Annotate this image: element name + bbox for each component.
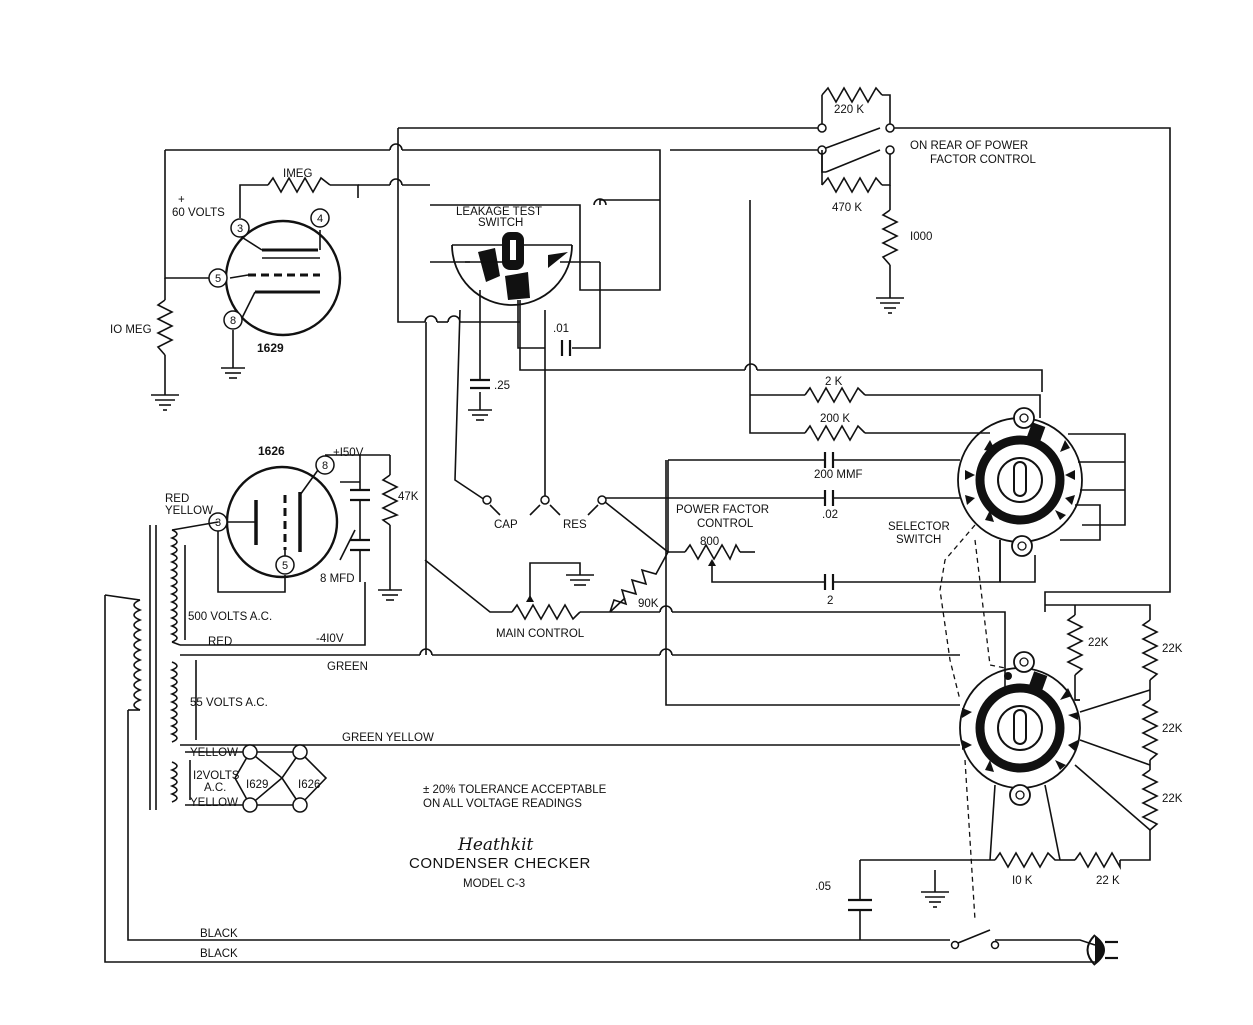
tube-1629 <box>224 219 342 337</box>
tube-1626-pins: 8 3 5 <box>208 455 335 575</box>
wiring <box>104 127 1171 963</box>
svg-text:.02: .02 <box>822 509 838 521</box>
tube-1629-pins: 3 4 5 8 <box>208 208 330 330</box>
resistors <box>156 86 1159 871</box>
svg-text:2: 2 <box>827 595 833 607</box>
svg-text:MAIN CONTROL: MAIN CONTROL <box>496 628 585 640</box>
selector-switch-upper[interactable] <box>957 407 1126 583</box>
svg-text:SELECTOR: SELECTOR <box>888 521 950 533</box>
svg-text:CONTROL: CONTROL <box>697 518 754 530</box>
svg-text:CAP: CAP <box>494 519 518 531</box>
svg-text:4: 4 <box>317 213 323 225</box>
svg-text:55 VOLTS A.C.: 55 VOLTS A.C. <box>190 697 268 709</box>
tube-1629-label: 1629 <box>257 341 284 355</box>
text-labels: + 60 VOLTS IMEG IO MEG +I50V 47K 8 MFD R… <box>110 104 1183 960</box>
pin-8 <box>223 310 243 330</box>
svg-text:ON REAR OF POWER: ON REAR OF POWER <box>910 140 1028 152</box>
svg-text:RED: RED <box>208 636 232 648</box>
svg-text:220 K: 220 K <box>834 104 864 116</box>
svg-text:RED: RED <box>165 493 189 505</box>
svg-text:8: 8 <box>230 315 236 327</box>
title-block: Heathkit CONDENSER CHECKER MODEL C-3 <box>409 835 591 890</box>
svg-text:22 K: 22 K <box>1096 875 1120 887</box>
svg-text:YELLOW: YELLOW <box>190 747 238 759</box>
pin-5 <box>208 268 228 288</box>
tube-1626-label: 1626 <box>258 444 285 458</box>
svg-text:.05: .05 <box>815 881 831 893</box>
svg-text:I2VOLTS: I2VOLTS <box>193 770 240 782</box>
svg-text:5: 5 <box>282 560 288 572</box>
svg-text:5: 5 <box>215 273 221 285</box>
svg-text:200 MMF: 200 MMF <box>814 469 863 481</box>
svg-text:8: 8 <box>322 460 328 472</box>
svg-text:GREEN: GREEN <box>327 661 368 673</box>
svg-text:22K: 22K <box>1162 643 1183 655</box>
cap-res-terminals[interactable] <box>482 495 607 516</box>
svg-text:800: 800 <box>700 536 719 548</box>
svg-text:+I50V: +I50V <box>333 447 364 459</box>
svg-text:22K: 22K <box>1162 793 1183 805</box>
selector-switch-lower[interactable] <box>959 651 1151 861</box>
svg-text:.25: .25 <box>494 380 510 392</box>
svg-text:POWER FACTOR: POWER FACTOR <box>676 504 769 516</box>
svg-text:RES: RES <box>563 519 587 531</box>
svg-text:60 VOLTS: 60 VOLTS <box>172 207 225 219</box>
svg-text:I0 K: I0 K <box>1012 875 1033 887</box>
note-line-1: ± 20% TOLERANCE ACCEPTABLE <box>423 784 607 796</box>
mechanical-link-2 <box>974 539 1006 669</box>
diagram-title: CONDENSER CHECKER <box>409 855 591 872</box>
svg-text:+: + <box>178 194 185 206</box>
power-switch[interactable] <box>950 929 1000 950</box>
svg-text:LEAKAGE TEST: LEAKAGE TEST <box>456 206 542 218</box>
pin-4 <box>310 208 330 228</box>
svg-text:47K: 47K <box>398 491 419 503</box>
svg-text:470 K: 470 K <box>832 202 862 214</box>
svg-text:BLACK: BLACK <box>200 948 238 960</box>
ground-symbols <box>151 297 949 908</box>
svg-text:I626: I626 <box>298 779 320 791</box>
svg-text:I000: I000 <box>910 231 932 243</box>
tolerance-note: ± 20% TOLERANCE ACCEPTABLE ON ALL VOLTAG… <box>423 784 607 810</box>
model-label: MODEL C-3 <box>463 878 525 890</box>
svg-text:3: 3 <box>215 517 221 529</box>
power-factor-rear-switch[interactable] <box>670 123 895 173</box>
svg-text:BLACK: BLACK <box>200 928 238 940</box>
svg-text:I629: I629 <box>246 779 268 791</box>
capacitors <box>339 340 872 912</box>
svg-text:IMEG: IMEG <box>283 168 312 180</box>
pin-3 <box>230 218 250 238</box>
heater-circuit <box>234 744 328 813</box>
svg-text:500 VOLTS A.C.: 500 VOLTS A.C. <box>188 611 272 623</box>
mechanical-link <box>939 524 976 701</box>
mechanical-link-3 <box>964 759 976 921</box>
svg-text:8 MFD: 8 MFD <box>320 573 355 585</box>
svg-text:SWITCH: SWITCH <box>896 534 941 546</box>
svg-text:YELLOW: YELLOW <box>165 505 213 517</box>
svg-text:-4I0V: -4I0V <box>316 633 344 645</box>
svg-text:FACTOR CONTROL: FACTOR CONTROL <box>930 154 1036 166</box>
svg-text:YELLOW: YELLOW <box>190 797 238 809</box>
svg-text:22K: 22K <box>1088 637 1109 649</box>
svg-text:3: 3 <box>237 223 243 235</box>
svg-text:2 K: 2 K <box>825 376 843 388</box>
leakage-test-switch[interactable] <box>451 232 573 306</box>
svg-text:GREEN YELLOW: GREEN YELLOW <box>342 732 434 744</box>
svg-text:.01: .01 <box>553 323 569 335</box>
svg-text:90K: 90K <box>638 598 659 610</box>
svg-text:IO MEG: IO MEG <box>110 324 152 336</box>
svg-text:A.C.: A.C. <box>204 782 226 794</box>
transformer <box>104 521 219 810</box>
svg-text:200 K: 200 K <box>820 413 850 425</box>
svg-text:22K: 22K <box>1162 723 1183 735</box>
note-line-2: ON ALL VOLTAGE READINGS <box>423 798 582 810</box>
brand-logo: Heathkit <box>457 835 534 855</box>
svg-text:SWITCH: SWITCH <box>478 217 523 229</box>
power-plug <box>1040 934 1118 966</box>
